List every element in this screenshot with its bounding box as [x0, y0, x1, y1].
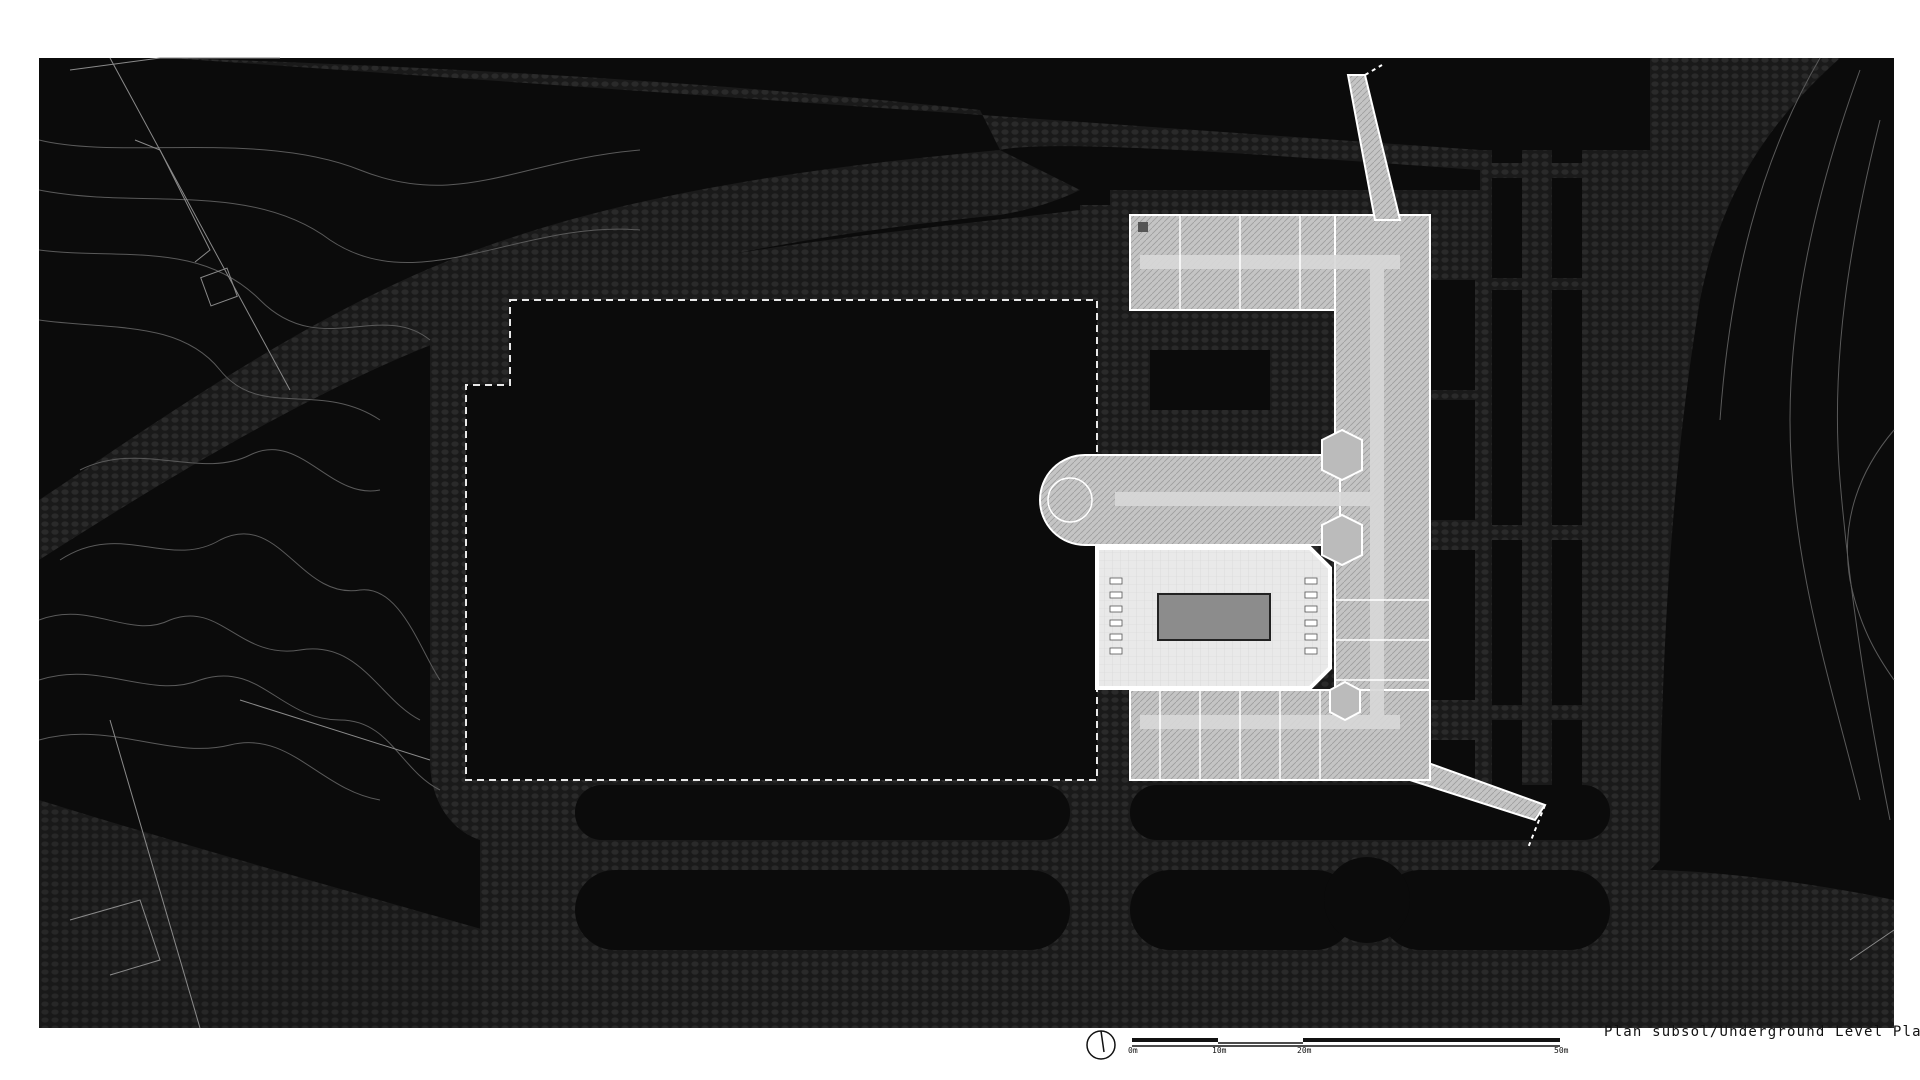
underground-building [1039, 74, 1547, 822]
scale-label-20: 20m [1297, 1046, 1312, 1055]
existing-building-footprint [465, 299, 1098, 781]
scale-label-50: 50m [1554, 1046, 1569, 1055]
scale-label-10: 10m [1212, 1046, 1227, 1055]
entrance-markers [1364, 64, 1546, 849]
paved-road-west [39, 150, 1000, 560]
paved-road-south [39, 800, 520, 1028]
site-lines [69, 57, 1895, 1029]
plan-caption: Plan subsol/Underground Level Plan [1604, 1024, 1920, 1040]
north-arrow-icon [1086, 1030, 1116, 1060]
paved-road-north [170, 58, 1480, 215]
stair-core-middle [1321, 513, 1363, 567]
contour-lines [38, 57, 1895, 821]
hall-seating [1109, 577, 1318, 655]
north-access-ramp [1346, 74, 1402, 221]
scale-label-0: 0m [1128, 1046, 1138, 1055]
stair-core-south [1329, 680, 1361, 722]
hall-pool [1157, 593, 1271, 641]
stair-core-north [1321, 428, 1363, 482]
paved-east [1650, 58, 1840, 870]
